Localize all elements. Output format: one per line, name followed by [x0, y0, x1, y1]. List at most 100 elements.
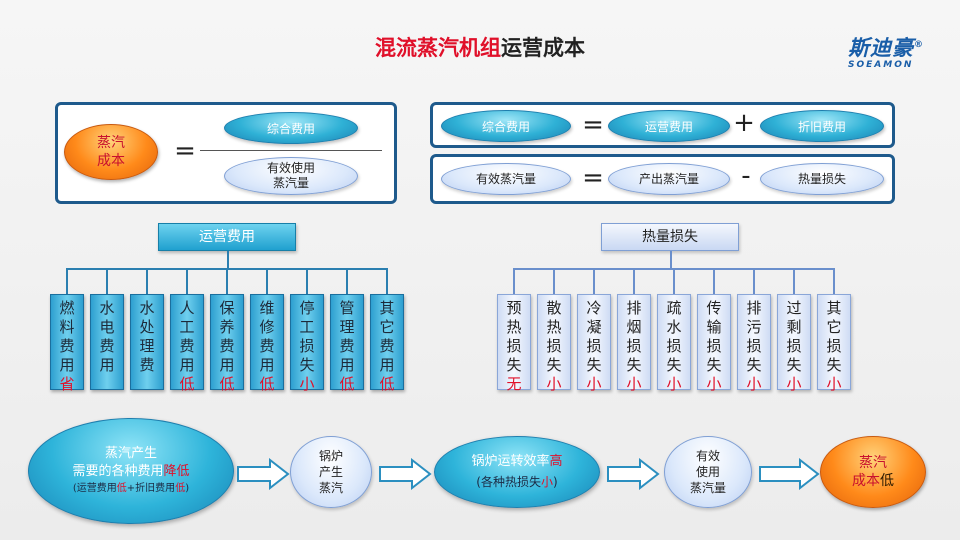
- depreciation-cost-oval: 折旧费用: [760, 110, 884, 142]
- flow-arrow-2-icon: [378, 458, 432, 490]
- heat-loss-item-suffix: 小: [586, 375, 602, 393]
- heat-loss-item-text: 传输损失: [706, 299, 722, 374]
- heat-loss-item-text: 疏水损失: [666, 299, 682, 374]
- heat-loss-connector: [593, 268, 595, 294]
- flow-step4-line1: 有效: [695, 449, 720, 463]
- heat-loss-item-text: 排污损失: [746, 299, 762, 374]
- operating-cost-item-text: 保养费用: [219, 299, 235, 374]
- flow-step5-line1: 蒸汽: [859, 455, 887, 471]
- equals-sign-r1: =: [582, 110, 604, 140]
- operating-cost-item: 其它费用低: [370, 294, 404, 393]
- heat-loss-item-text: 过剩损失: [786, 299, 802, 374]
- heat-loss-header: 热量损失: [601, 223, 739, 251]
- minus-sign: -: [741, 161, 751, 191]
- heat-loss-item-suffix: 小: [626, 375, 642, 393]
- flow-arrow-3-icon: [606, 458, 660, 490]
- operating-cost-item-text: 停工损失: [299, 299, 315, 374]
- flow-step5-l2a: 成本: [852, 473, 880, 489]
- operating-cost-connector: [306, 268, 308, 294]
- op-tree-stem: [227, 251, 229, 268]
- operating-cost-item-text: 水处理费: [139, 299, 155, 374]
- flow-step1-l3a: (运营费用: [72, 483, 117, 494]
- flow-step2-line1: 锅炉: [318, 449, 343, 463]
- flow-step1-line2b: 降低: [163, 464, 190, 479]
- heat-loss-item: 排污损失小: [737, 294, 771, 393]
- equals-sign-r2: =: [582, 163, 604, 193]
- steam-cost-oval: 蒸汽成本: [64, 124, 158, 180]
- operating-cost-connector: [266, 268, 268, 294]
- denominator-effective-steam: 有效使用蒸汽量: [224, 157, 358, 195]
- heat-loss-item: 排烟损失小: [617, 294, 651, 393]
- operating-cost-connector: [186, 268, 188, 294]
- heat-loss-item-text: 冷凝损失: [586, 299, 602, 374]
- flow-step3-line1: 锅炉运转效率高: [471, 452, 562, 472]
- heat-loss-item-text: 排烟损失: [626, 299, 642, 374]
- title-black-part: 运营成本: [501, 36, 585, 60]
- flow-step1-l3e: ): [185, 483, 190, 494]
- flow-step1-l3d: 低: [175, 483, 186, 494]
- flow-step1-l3b: 低: [116, 483, 127, 494]
- operating-cost-item-text: 其它费用: [379, 299, 395, 374]
- flow-step-boiler-steam: 锅炉产生蒸汽: [290, 436, 372, 508]
- flow-step-boiler-efficiency: 锅炉运转效率高 (各种热损失小): [434, 436, 600, 508]
- operating-cost-item-text: 水电费用: [99, 299, 115, 374]
- heat-loss-item-suffix: 小: [746, 375, 762, 393]
- heat-loss-item: 其它损失小: [817, 294, 851, 393]
- flow-step1-line2: 需要的各种费用降低: [72, 463, 189, 481]
- flow-step1-l3c: +折旧费用: [126, 483, 176, 494]
- flow-step1-line3: (运营费用低+折旧费用低): [73, 481, 189, 497]
- heat-loss-connector: [753, 268, 755, 294]
- heat-loss-item-text: 预热损失: [506, 299, 522, 374]
- flow-step3-l2c: ): [553, 475, 558, 489]
- heat-loss-item: 预热损失无: [497, 294, 531, 393]
- operating-cost-item-text: 人工费用: [179, 299, 195, 374]
- operating-cost-item-suffix: 小: [299, 375, 315, 393]
- produced-steam-oval: 产出蒸汽量: [608, 163, 730, 195]
- logo-cn: 斯迪豪: [848, 36, 914, 60]
- numerator-total-cost: 综合费用: [224, 112, 358, 144]
- operating-cost-connector: [386, 268, 388, 294]
- flow-step1-line1: 蒸汽产生: [104, 446, 157, 461]
- denominator-line2: 蒸汽量: [272, 176, 309, 190]
- brand-logo: 斯迪豪® SOEAMON: [848, 32, 938, 70]
- plus-sign: +: [733, 108, 755, 138]
- operating-cost-item-suffix: 低: [339, 375, 355, 393]
- operating-cost-item: 维修费用低: [250, 294, 284, 393]
- steam-cost-line2: 成本: [97, 153, 125, 169]
- heat-loss-connector: [833, 268, 835, 294]
- operating-cost-item-suffix: 低: [259, 375, 275, 393]
- operating-cost-item-suffix: 低: [379, 375, 395, 393]
- flow-step-cost-reduction: 蒸汽产生 需要的各种费用降低 (运营费用低+折旧费用低): [28, 418, 234, 524]
- flow-arrow-4-icon: [758, 458, 820, 490]
- heat-loss-oval: 热量损失: [760, 163, 884, 195]
- operating-cost-header: 运营费用: [158, 223, 296, 251]
- heat-loss-item: 疏水损失小: [657, 294, 691, 393]
- page-title: 混流蒸汽机组运营成本: [0, 32, 960, 62]
- heat-loss-connector: [513, 268, 515, 294]
- heat-loss-item: 冷凝损失小: [577, 294, 611, 393]
- operating-cost-item: 燃料费用省: [50, 294, 84, 393]
- title-red-part: 混流蒸汽机组: [375, 36, 501, 60]
- flow-step4-line3: 蒸汽量: [689, 481, 726, 495]
- heat-loss-connector: [713, 268, 715, 294]
- flow-step1-line2a: 需要的各种费用: [72, 464, 164, 479]
- equals-sign-left: =: [174, 136, 196, 166]
- heat-loss-connector: [793, 268, 795, 294]
- logo-en: SOEAMON: [848, 60, 914, 70]
- heat-loss-item: 散热损失小: [537, 294, 571, 393]
- operating-cost-item-text: 管理费用: [339, 299, 355, 374]
- operating-cost-item-suffix: 低: [219, 375, 235, 393]
- flow-step2-line2: 产生: [318, 465, 343, 479]
- heat-loss-item-suffix: 小: [826, 375, 842, 393]
- operating-cost-oval: 运营费用: [608, 110, 730, 142]
- flow-step3-l2a: (各种热损失: [476, 475, 541, 489]
- heat-loss-item-text: 散热损失: [546, 299, 562, 374]
- operating-cost-item: 停工损失小: [290, 294, 324, 393]
- heat-loss-connector: [673, 268, 675, 294]
- logo-reg: ®: [914, 40, 924, 50]
- operating-cost-connector: [66, 268, 68, 294]
- operating-cost-item-text: 维修费用: [259, 299, 275, 374]
- heat-loss-connector: [553, 268, 555, 294]
- heat-loss-item: 传输损失小: [697, 294, 731, 393]
- operating-cost-item: 保养费用低: [210, 294, 244, 393]
